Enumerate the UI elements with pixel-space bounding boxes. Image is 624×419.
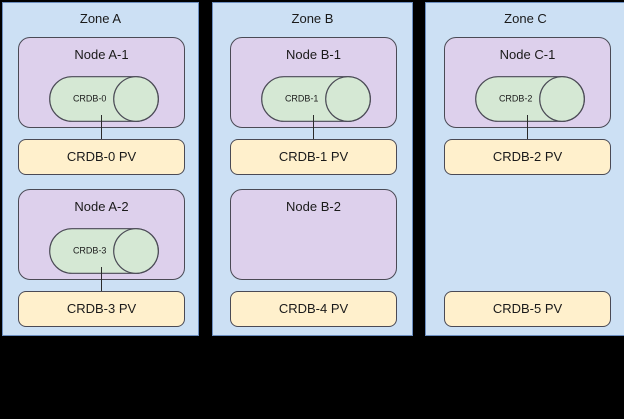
cylinder-shape xyxy=(49,76,159,122)
pv-crdb-5[interactable]: CRDB-5 PV xyxy=(444,291,611,327)
node-c-1-title: Node C-1 xyxy=(499,47,556,62)
database-crdb-2[interactable]: CRDB-2 xyxy=(475,76,585,122)
pv-crdb-4[interactable]: CRDB-4 PV xyxy=(230,291,397,327)
database-crdb-1[interactable]: CRDB-1 xyxy=(261,76,371,122)
database-crdb-3[interactable]: CRDB-3 xyxy=(49,228,159,274)
node-b-2-title: Node B-2 xyxy=(286,199,341,214)
connector-crdb-3 xyxy=(101,267,102,291)
node-a-2[interactable]: Node A-2 CRDB-3 xyxy=(18,189,185,280)
pv-crdb-5-label: CRDB-5 PV xyxy=(492,301,563,316)
zone-a-title: Zone A xyxy=(79,11,122,26)
zone-b-title: Zone B xyxy=(291,11,334,26)
pv-crdb-1[interactable]: CRDB-1 PV xyxy=(230,139,397,175)
pv-crdb-3-label: CRDB-3 PV xyxy=(66,301,137,316)
cylinder-shape xyxy=(261,76,371,122)
zone-a-panel[interactable]: Zone A Node A-1 CRDB-0 CRDB-0 PV Node A-… xyxy=(2,2,199,336)
pv-crdb-0-label: CRDB-0 PV xyxy=(66,149,137,164)
pv-crdb-2-label: CRDB-2 PV xyxy=(492,149,563,164)
node-a-1[interactable]: Node A-1 CRDB-0 xyxy=(18,37,185,128)
node-a-2-title: Node A-2 xyxy=(74,199,129,214)
cylinder-shape xyxy=(49,228,159,274)
zone-c-title: Zone C xyxy=(504,11,547,26)
zone-c-panel[interactable]: Zone C Node C-1 CRDB-2 CRDB-2 PV CRDB-5 … xyxy=(425,2,624,336)
connector-crdb-1 xyxy=(313,115,314,139)
database-crdb-0[interactable]: CRDB-0 xyxy=(49,76,159,122)
pv-crdb-1-label: CRDB-1 PV xyxy=(278,149,349,164)
node-a-1-title: Node A-1 xyxy=(74,47,129,62)
cylinder-shape xyxy=(475,76,585,122)
pv-crdb-2[interactable]: CRDB-2 PV xyxy=(444,139,611,175)
connector-crdb-0 xyxy=(101,115,102,139)
node-b-2[interactable]: Node B-2 xyxy=(230,189,397,280)
node-b-1-title: Node B-1 xyxy=(286,47,341,62)
zone-b-panel[interactable]: Zone B Node B-1 CRDB-1 CRDB-1 PV Node B-… xyxy=(212,2,413,336)
node-c-1[interactable]: Node C-1 CRDB-2 xyxy=(444,37,611,128)
pv-crdb-3[interactable]: CRDB-3 PV xyxy=(18,291,185,327)
connector-crdb-2 xyxy=(527,115,528,139)
pv-crdb-4-label: CRDB-4 PV xyxy=(278,301,349,316)
node-b-1[interactable]: Node B-1 CRDB-1 xyxy=(230,37,397,128)
pv-crdb-0[interactable]: CRDB-0 PV xyxy=(18,139,185,175)
